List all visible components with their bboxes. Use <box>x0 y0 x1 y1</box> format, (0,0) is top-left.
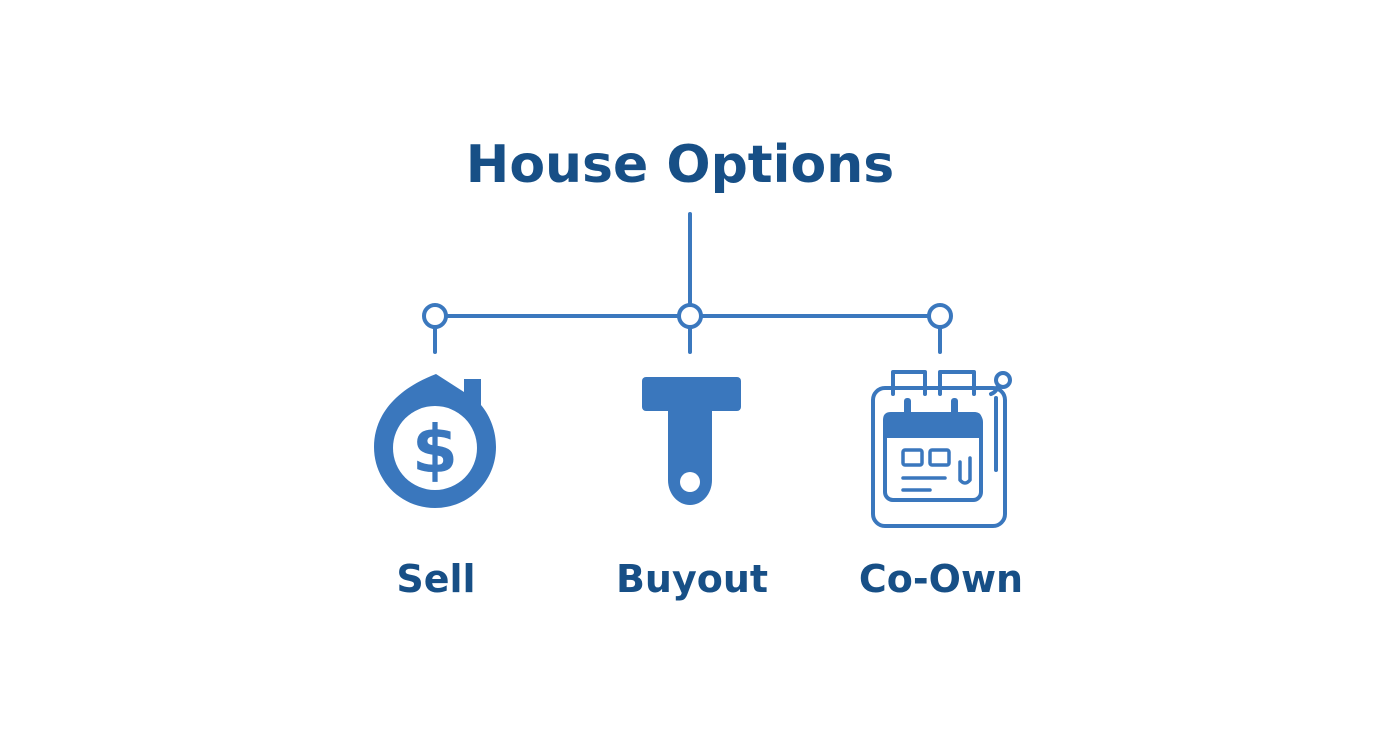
house-dollar-icon: $ <box>374 374 496 508</box>
option-label-sell: Sell <box>396 557 475 601</box>
node-sell <box>422 303 448 329</box>
option-label-buyout: Buyout <box>616 557 768 601</box>
option-label-co-own: Co-Own <box>859 557 1023 601</box>
diagram-title: House Options <box>466 135 894 195</box>
tree-connectors <box>422 212 953 354</box>
key-tag-icon <box>642 377 741 505</box>
svg-text:$: $ <box>412 411 458 488</box>
node-center <box>677 303 703 329</box>
node-co-own <box>927 303 953 329</box>
calendar-clipboard-icon <box>871 370 1012 528</box>
